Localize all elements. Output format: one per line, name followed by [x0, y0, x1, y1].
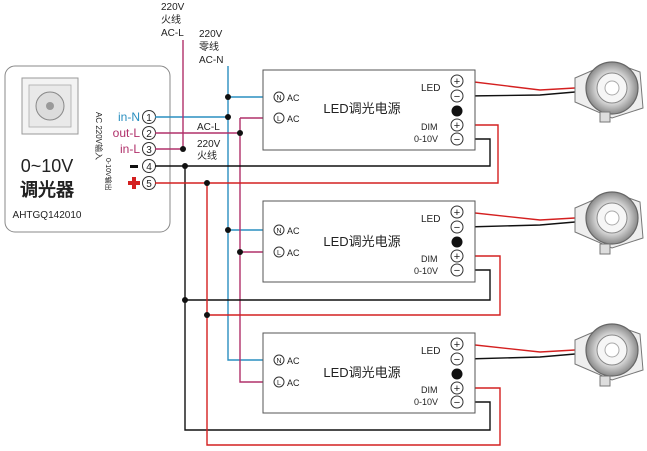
dimmer-model: AHTGQ142010 — [13, 210, 82, 221]
minus-icon — [130, 165, 138, 168]
svg-text:AC: AC — [287, 356, 300, 366]
svg-text:DIM: DIM — [421, 122, 438, 132]
downlight-icon-3 — [574, 323, 644, 387]
top-labels: 220V 火线 AC-L 220V 零线 AC-N AC-L 220V 火线 — [161, 2, 223, 162]
svg-text:AC: AC — [287, 226, 300, 236]
driver-1-title: LED调光电源 — [323, 101, 400, 116]
svg-text:0-10V: 0-10V — [414, 266, 438, 276]
downlight-icon-1 — [574, 61, 644, 123]
dimmer-title-1: 0~10V — [21, 156, 74, 176]
terminal-3: 3 — [142, 142, 156, 156]
terminal-4: 4 — [142, 159, 156, 173]
svg-text:AC: AC — [287, 248, 300, 258]
svg-text:1: 1 — [146, 113, 152, 124]
driver-2: N AC L AC LED调光电源 LED + − DIM 0-10V + − — [262, 200, 476, 283]
svg-text:−: − — [454, 134, 460, 146]
svg-text:AC: AC — [287, 378, 300, 388]
svg-text:−: − — [454, 222, 460, 234]
downlight-icon-2 — [574, 191, 644, 255]
svg-text:AC: AC — [287, 93, 300, 103]
terminal-label-in-l: in-L — [120, 142, 140, 156]
driver-1: N AC L AC LED调光电源 LED + − DIM 0-10V + − — [262, 69, 476, 151]
knob-icon — [21, 77, 79, 135]
mid-voltage-label: 220V — [197, 139, 221, 150]
neutral-code-label: AC-N — [199, 55, 223, 66]
svg-text:DIM: DIM — [421, 385, 438, 395]
svg-text:+: + — [454, 120, 460, 132]
svg-text:N: N — [276, 95, 281, 102]
svg-text:2: 2 — [146, 129, 152, 140]
terminal-label-out-l: out-L — [113, 126, 141, 140]
terminal-2: 2 — [142, 126, 156, 140]
neutral-name-label: 零线 — [199, 40, 219, 53]
svg-text:AC: AC — [287, 114, 300, 124]
svg-text:+: + — [454, 251, 460, 263]
svg-text:5: 5 — [146, 179, 152, 190]
live-code-label: AC-L — [161, 28, 184, 39]
driver-2-title: LED调光电源 — [323, 234, 400, 249]
svg-text:4: 4 — [146, 162, 152, 173]
svg-text:LED: LED — [421, 83, 440, 94]
svg-text:−: − — [454, 91, 460, 103]
svg-text:−: − — [454, 354, 460, 366]
svg-text:L: L — [277, 250, 281, 257]
svg-text:N: N — [276, 228, 281, 235]
terminal-label-in-n: in-N — [118, 110, 140, 124]
svg-text:+: + — [454, 383, 460, 395]
svg-text:L: L — [277, 380, 281, 387]
dimmer-module: 0~10V 调光器 AHTGQ142010 AC 220V输入 0-10V输出 — [4, 65, 171, 233]
live-name-label: 火线 — [161, 13, 181, 26]
svg-text:L: L — [277, 116, 281, 123]
live-voltage-label: 220V — [161, 2, 185, 13]
wires — [155, 40, 576, 446]
svg-text:+: + — [454, 339, 460, 351]
dimmer-title-2: 调光器 — [20, 179, 75, 200]
svg-text:+: + — [454, 207, 460, 219]
junction-dots — [180, 94, 243, 318]
svg-text:LED: LED — [421, 214, 440, 225]
svg-text:0-10V: 0-10V — [414, 134, 438, 144]
side-label-ac: AC 220V输入 — [94, 112, 104, 160]
neutral-voltage-label: 220V — [199, 29, 223, 40]
svg-text:0-10V: 0-10V — [414, 397, 438, 407]
svg-text:3: 3 — [146, 145, 152, 156]
svg-text:−: − — [454, 397, 460, 409]
terminal-5: 5 — [142, 176, 156, 190]
svg-text:−: − — [454, 265, 460, 277]
driver-3: N AC L AC LED调光电源 LED + − DIM 0-10V + − — [262, 332, 476, 414]
svg-text:N: N — [276, 358, 281, 365]
svg-text:LED: LED — [421, 346, 440, 357]
side-label-out: 0-10V输出 — [104, 158, 113, 191]
mid-ac-l-label: AC-L — [197, 122, 220, 133]
terminal-1: 1 — [142, 110, 156, 124]
svg-text:DIM: DIM — [421, 254, 438, 264]
driver-3-title: LED调光电源 — [323, 365, 400, 380]
plus-icon — [128, 177, 140, 189]
mid-live-label: 火线 — [197, 149, 217, 162]
svg-text:+: + — [454, 76, 460, 88]
